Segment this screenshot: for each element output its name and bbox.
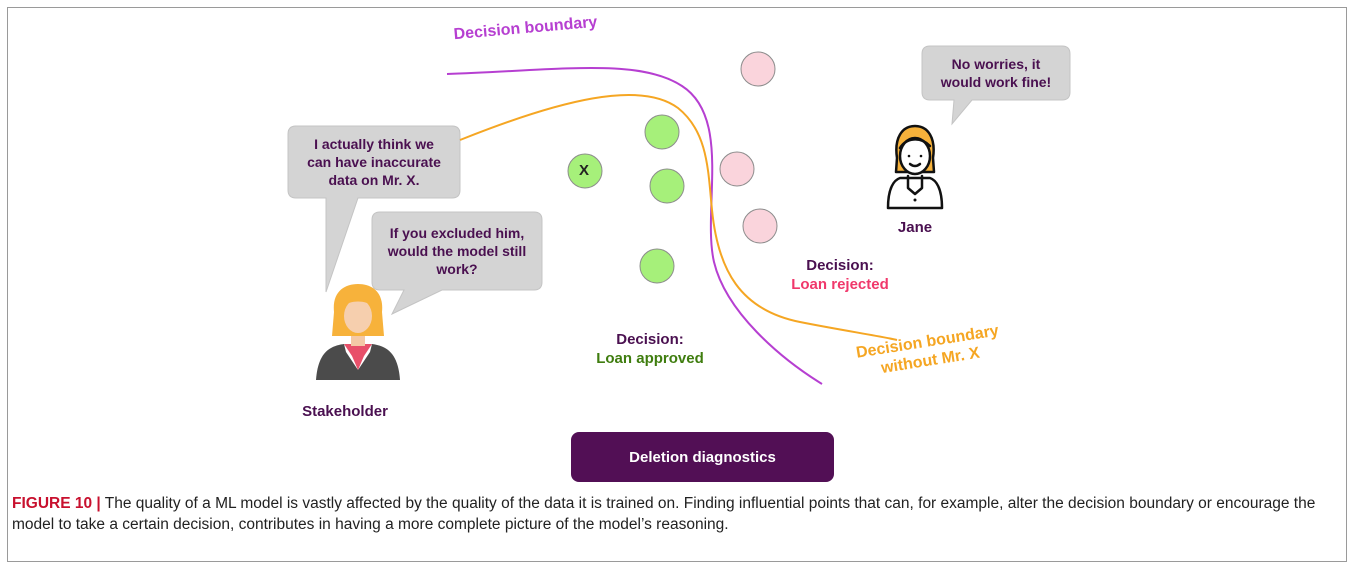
stakeholder-label: Stakeholder: [302, 403, 388, 420]
rejected-point: [742, 208, 778, 244]
approved-point: [639, 248, 675, 284]
jane-bubble-line: would work fine!: [940, 74, 1052, 90]
decision-approved-value: Loan approved: [596, 350, 704, 367]
point-x-label: X: [579, 162, 590, 179]
jane-bubble-shape: [921, 45, 1071, 126]
bubble-1-line: I actually think we: [314, 136, 434, 152]
rejected-point: [719, 151, 755, 187]
bubble-2-line: work?: [436, 261, 478, 277]
stakeholder-avatar: [316, 284, 400, 380]
rejected-point: [740, 51, 776, 87]
jane-label: Jane: [897, 219, 933, 236]
bubble-2-line: would the model still: [387, 243, 527, 259]
decision-rejected-value: Loan rejected: [791, 276, 889, 293]
bubble-2-line: If you excluded him,: [389, 225, 525, 241]
stakeholder-bubble-1-shape: [287, 125, 461, 293]
bubble-1-line: data on Mr. X.: [328, 172, 420, 188]
deletion-diagnostics-button[interactable]: Deletion diagnostics: [571, 432, 834, 482]
approved-point: [649, 168, 685, 204]
decision-rejected-title: Decision:: [806, 257, 874, 274]
approved-point-x: [567, 153, 603, 189]
figure-caption: FIGURE 10 | The quality of a ML model is…: [12, 493, 1342, 535]
caption-text: The quality of a ML model is vastly affe…: [12, 495, 1316, 533]
figure-label: FIGURE 10 |: [12, 495, 101, 512]
stakeholder-bubble-2-shape: [371, 211, 543, 316]
jane-bubble-text: No worries, it would work fine!: [922, 46, 1070, 100]
decision-boundary-curve: [446, 67, 823, 385]
bubble-1-line: can have inaccurate: [307, 154, 441, 170]
decision-approved: Decision: Loan approved: [570, 330, 730, 368]
jane-bubble-line: No worries, it: [951, 56, 1041, 72]
decision-boundary-without-curve: [459, 93, 898, 341]
decision-rejected: Decision: Loan rejected: [760, 256, 920, 294]
jane-avatar: [886, 124, 944, 210]
decision-approved-title: Decision:: [616, 331, 684, 348]
stakeholder-bubble-1-text: I actually think we can have inaccurate …: [288, 126, 460, 198]
stakeholder-bubble-2-text: If you excluded him, would the model sti…: [372, 212, 542, 290]
approved-point: [644, 114, 680, 150]
